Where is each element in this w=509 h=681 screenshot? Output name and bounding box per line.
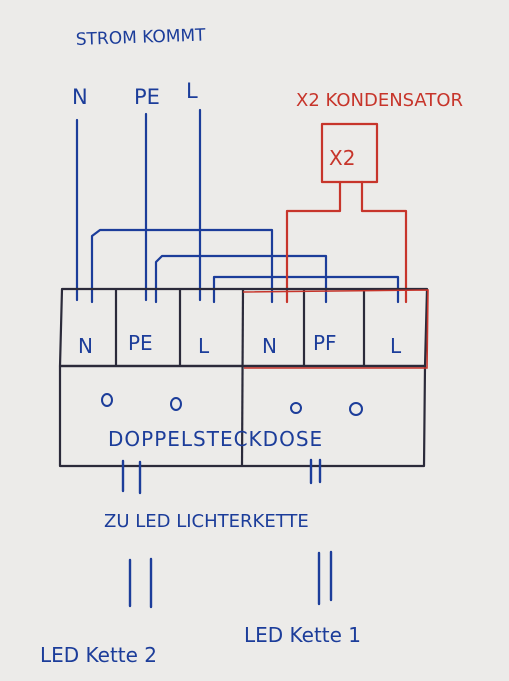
socket-label: DOPPELSTECKDOSE	[108, 427, 323, 451]
mains-wires	[75, 108, 202, 302]
socket-hole	[170, 397, 182, 411]
capacitor-lead-left	[285, 180, 342, 304]
terminal-left-pe: PE	[128, 331, 153, 355]
mains-label-pe: PE	[134, 85, 160, 109]
plug-connectors	[121, 458, 322, 495]
bridge-n	[90, 228, 274, 304]
capacitor-lead-right	[360, 180, 408, 304]
capacitor-box	[320, 122, 379, 184]
mains-label-n: N	[72, 85, 88, 109]
terminal-left-l: L	[198, 334, 210, 358]
terminal-right-l: L	[390, 334, 402, 358]
title-strom-kommt: STROM KOMMT	[75, 25, 206, 50]
socket-body	[58, 287, 429, 468]
bridge-pe	[154, 254, 328, 304]
socket-hole	[290, 402, 302, 414]
mains-label-l: L	[186, 79, 198, 103]
chain-label-right: LED Kette 1	[244, 623, 361, 647]
socket-hole	[349, 402, 363, 416]
chain-label-left: LED Kette 2	[40, 643, 157, 667]
x2-capacitor	[285, 122, 408, 304]
socket-divider	[240, 288, 245, 467]
socket-hole	[101, 393, 113, 407]
terminal-right-pf: PF	[313, 331, 337, 355]
terminal-left-n: N	[78, 334, 93, 358]
right-terminal-red-outline	[242, 289, 429, 369]
chain-leads	[128, 550, 333, 609]
capacitor-title: X2 KONDENSATOR	[296, 90, 463, 111]
terminal-right-n: N	[262, 334, 277, 358]
capacitor-label: X2	[329, 146, 355, 170]
note-label: ZU LED LICHTERKETTE	[104, 511, 309, 532]
socket-holes	[101, 393, 363, 416]
